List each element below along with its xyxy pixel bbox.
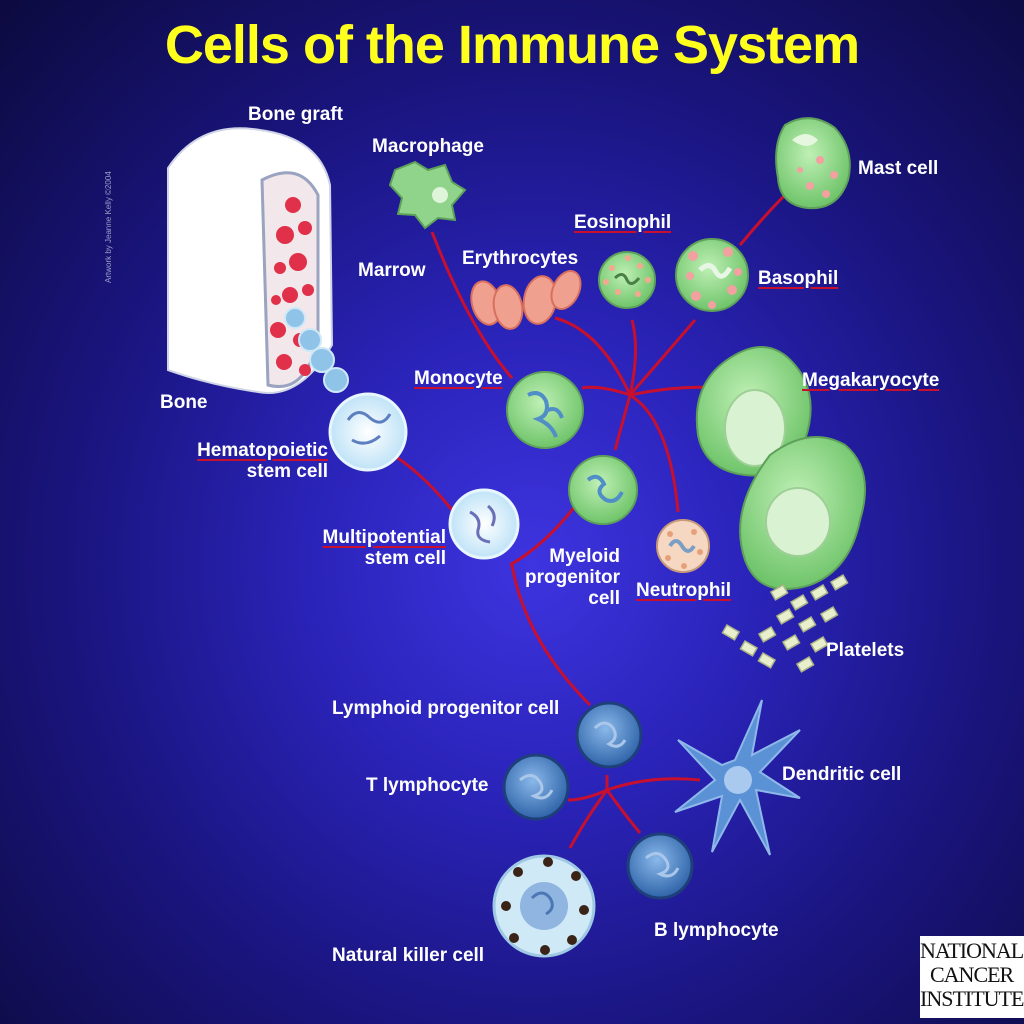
label-lymphoid-progenitor-cell: Lymphoid progenitor cell [332,698,560,719]
connector-hub-to-dendritic [606,777,701,792]
connector-multipotential-to-lymphoid [510,564,592,707]
label-mast-cell: Mast cell [858,158,939,179]
connector-hub-to-monocyte [581,385,631,397]
t-lymphocyte [502,753,570,821]
connector-hub-to-neutrophil [629,393,680,513]
connector-basophil-to-mast [738,193,787,246]
emerging-stem-cells [284,307,349,393]
macrophage [388,160,467,230]
logo-line-3: INSTITUTE [920,986,1024,1011]
artwork-credit: Artwork by Jeanne Kelly ©2004 [104,171,113,283]
basophil [675,238,749,312]
label-bone: Bone [160,392,208,413]
eosinophil [598,251,656,309]
megakaryocyte [695,346,866,591]
label-neutrophil: Neutrophil [636,580,731,601]
connector-hub-to-eosinophil [628,319,638,396]
label-hematopoietic-line2: stem cell [246,461,328,482]
label-marrow: Marrow [358,260,426,281]
lymphoid-progenitor-cell [575,701,643,769]
myeloid-progenitor-cell [568,455,638,525]
platelets [721,574,849,673]
label-eosinophil: Eosinophil [574,212,672,233]
label-monocyte: Monocyte [414,368,503,389]
label-myeloid-line3: cell [588,588,620,609]
bone-graft-illustration [167,127,349,394]
monocyte [506,371,584,449]
label-myeloid-line1: Myeloid [549,546,620,567]
neutrophil [656,519,710,573]
label-multipotential-line1: Multipotential [322,527,446,548]
label-dendritic-cell: Dendritic cell [782,764,902,785]
natural-killer-cell [492,854,596,958]
connector-hub-to-basophil [628,319,697,396]
connector-hub-to-nk [568,789,609,849]
label-t-lymphocyte: T lymphocyte [366,775,489,796]
label-myeloid-progenitor-cell: Myeloid progenitor cell [520,546,620,609]
label-multipotential-line2: stem cell [364,548,446,569]
label-erythrocytes: Erythrocytes [462,248,579,269]
label-platelets: Platelets [826,640,905,661]
logo-line-2: CANCER [930,962,1014,987]
b-lymphocyte [626,832,694,900]
label-macrophage: Macrophage [372,136,484,157]
logo-line-1: NATIONAL [920,938,1024,963]
connector-hub-to-b [605,789,642,834]
connector-hub-to-t [567,788,608,802]
erythrocytes [470,270,582,330]
hematopoietic-stem-cell [328,392,408,472]
label-hematopoietic-line1: Hematopoietic [197,440,328,461]
connector-monocyte-to-macrophage [430,231,514,379]
connector-myeloid-to-hub [613,394,632,451]
connector-multipotential-to-myeloid [509,504,578,567]
label-basophil: Basophil [758,268,839,289]
label-megakaryocyte: Megakaryocyte [802,370,940,391]
dendritic-cell [674,699,801,856]
label-multipotential-stem-cell: Multipotential stem cell [290,527,446,569]
multipotential-stem-cell [448,488,520,560]
label-myeloid-line2: progenitor [525,567,620,588]
nci-logo: NATIONAL CANCER INSTITUTE [920,936,1024,1018]
mast-cell [775,117,851,210]
diagram-title: Cells of the Immune System [164,15,860,75]
label-b-lymphocyte: B lymphocyte [654,920,779,941]
connector-hub-to-erythrocytes [554,316,632,396]
label-natural-killer-cell: Natural killer cell [332,945,485,966]
label-bone-graft: Bone graft [248,104,343,125]
label-hematopoietic-stem-cell: Hematopoietic stem cell [150,440,328,482]
